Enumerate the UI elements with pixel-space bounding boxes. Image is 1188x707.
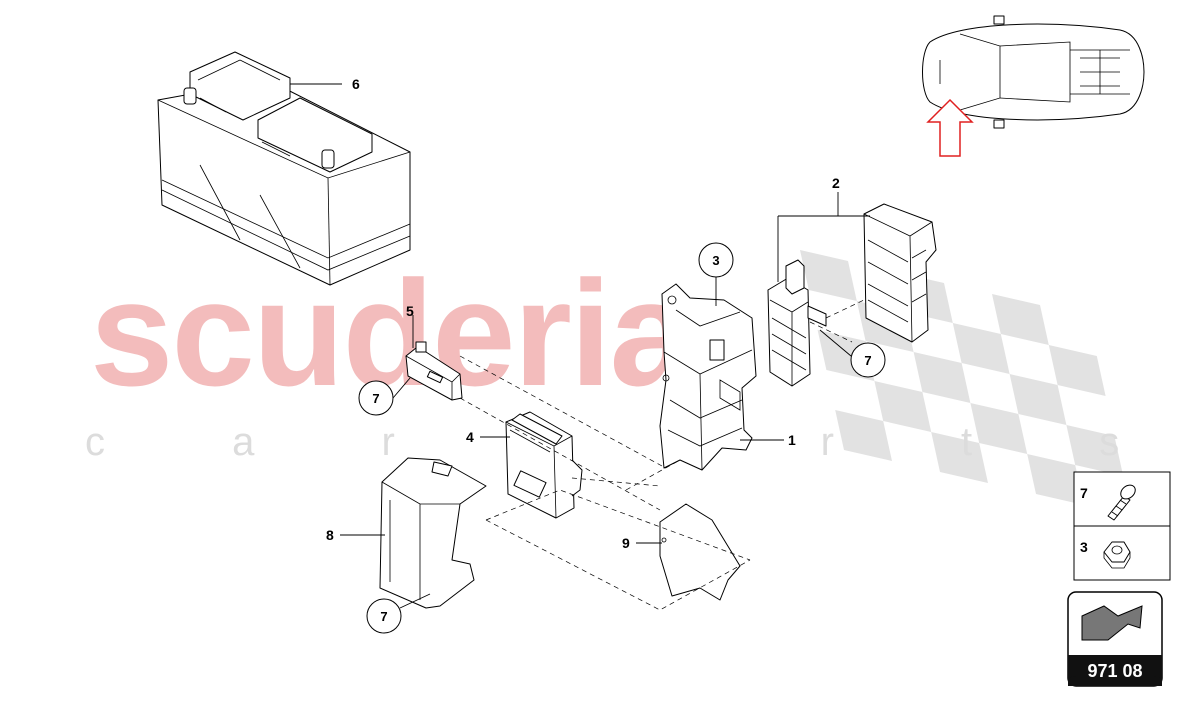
fuse-holder-part-2[interactable]	[767, 203, 937, 387]
label-4: 4	[466, 429, 474, 445]
callout-7-left: 7	[358, 380, 394, 416]
page-code: 971 08	[1087, 661, 1142, 681]
nut-icon	[1103, 541, 1131, 569]
watermark-brand: scuderia	[90, 249, 695, 417]
checker-square	[800, 250, 857, 301]
svg-text:7: 7	[380, 609, 387, 624]
checker-square	[931, 432, 988, 483]
label-1: 1	[788, 432, 796, 448]
checker-square	[835, 410, 892, 461]
fastener-legend: 7 3	[1073, 471, 1171, 581]
page-reference-badge: 971 08	[1067, 591, 1163, 687]
svg-text:3: 3	[712, 253, 719, 268]
checker-square	[952, 323, 1010, 374]
callout-7-right: 7	[850, 342, 886, 378]
label-6: 6	[352, 76, 360, 92]
direction-arrow-icon	[926, 98, 974, 157]
cover-part-8[interactable]	[379, 457, 487, 609]
checker-square	[1009, 374, 1067, 425]
label-5: 5	[406, 303, 414, 319]
checker-square	[992, 294, 1049, 345]
legend-row1-number: 7	[1080, 485, 1088, 501]
label-2: 2	[832, 175, 840, 191]
checker-square	[1066, 425, 1124, 476]
assembly-dashed-lines	[459, 299, 865, 611]
svg-text:7: 7	[864, 353, 871, 368]
checker-square	[874, 381, 932, 432]
callout-7-bottom: 7	[366, 598, 402, 634]
checker-square	[1048, 345, 1106, 396]
legend-row2-number: 3	[1080, 539, 1088, 555]
checker-square	[970, 403, 1028, 454]
label-9: 9	[622, 535, 630, 551]
battery-part-6[interactable]	[157, 51, 411, 286]
car-top-view-icon	[922, 15, 1145, 129]
gasket-part-9[interactable]	[659, 503, 741, 601]
fusebox-bracket-part-1[interactable]	[659, 283, 757, 471]
label-8: 8	[326, 527, 334, 543]
bracket-part-5[interactable]	[405, 341, 463, 401]
arrow-icon	[1081, 605, 1143, 641]
screw-icon	[1107, 484, 1136, 521]
svg-text:7: 7	[372, 391, 379, 406]
checker-square	[913, 352, 971, 403]
callout-3-top: 3	[698, 242, 734, 278]
checker-square	[1027, 454, 1084, 505]
watermark-tagline: c a r p a r t s	[85, 420, 1177, 464]
checkered-flag-watermark	[800, 250, 1124, 505]
